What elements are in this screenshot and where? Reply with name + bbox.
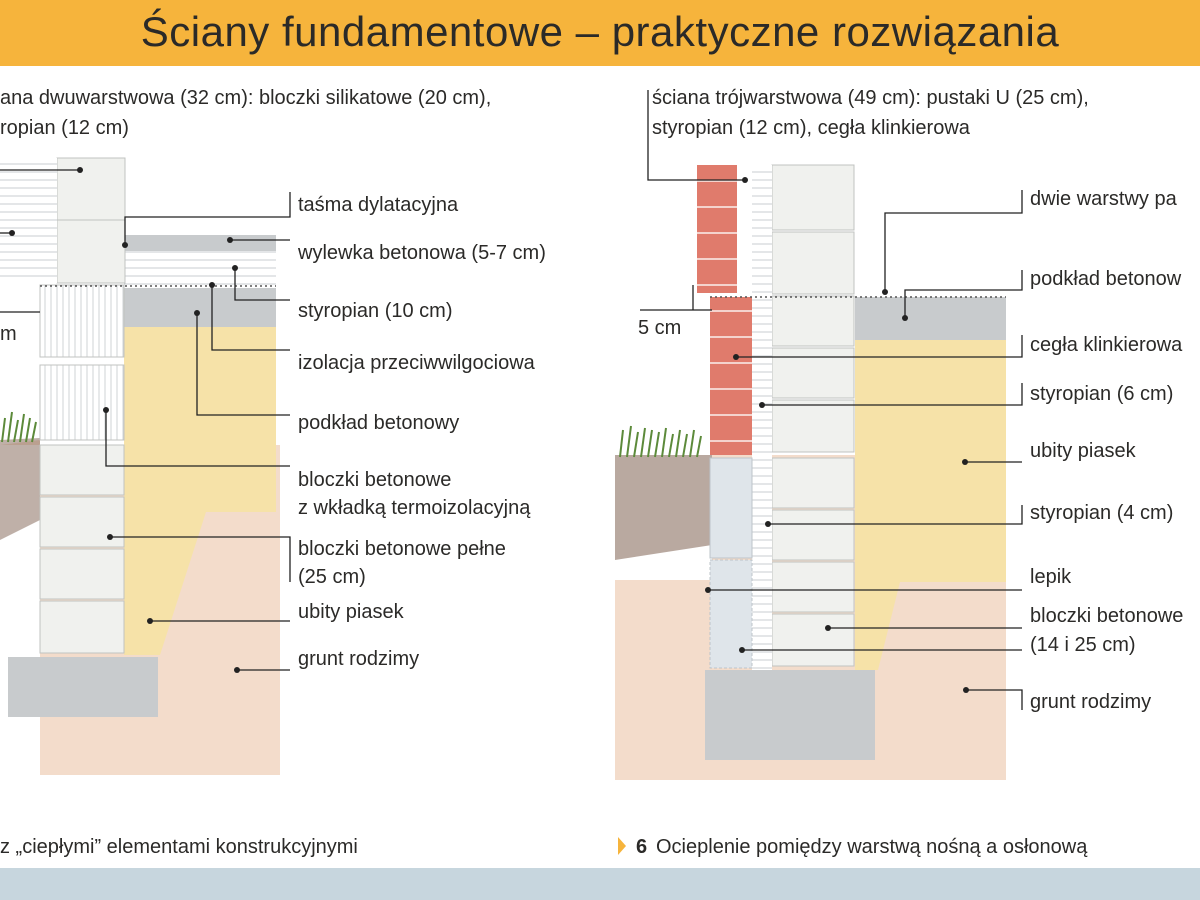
right-leader-lines [640,90,1023,710]
right-grass [619,425,702,458]
right-caption-number: 6 [636,836,647,858]
left-silicate-block [56,157,126,221]
title-banner: Ściany fundamentowe – praktyczne rozwiąz… [0,0,1200,66]
right-label-concrete-blocks-size: (14 i 25 cm) [1030,634,1136,656]
left-label-polystyrene: styropian (10 cm) [298,300,453,322]
left-label-native-soil: grunt rodzimy [298,648,419,670]
right-u-block [771,561,855,613]
left-thermal-block [39,364,125,441]
left-dimension-label: m [0,323,17,345]
right-label-concrete-base: podkład betonow [1030,268,1182,290]
right-clinker-brick-lower [710,297,752,455]
left-thermal-block [39,284,125,358]
left-sand [124,327,276,655]
left-footing [8,657,158,717]
right-u-block [771,399,855,453]
left-silicate-block [56,219,126,284]
left-label-thermal-insert: z wkładką termoizolacyjną [298,497,531,519]
left-caption: z „ciepłymi” elementami konstrukcyjnymi [0,836,358,858]
left-label-solid-blocks: bloczki betonowe pełne [298,538,506,560]
right-u-block [771,509,855,561]
right-header-line2: styropian (12 cm), cegła klinkierowa [652,117,971,139]
page-title: Ściany fundamentowe – praktyczne rozwiąz… [140,8,1060,55]
right-u-block [771,295,855,347]
right-label-polystyrene-4: styropian (4 cm) [1030,502,1173,524]
right-clinker-brick-upper [697,165,737,293]
right-header-line1: ściana trójwarstwowa (49 cm): pustaki U … [652,87,1089,109]
right-caption: Ocieplenie pomiędzy warstwą nośną a osło… [656,836,1088,858]
right-u-block [771,164,855,231]
left-leader-dots [9,167,240,673]
left-wall-insulation [0,158,57,283]
left-label-concrete-blocks: bloczki betonowe [298,469,451,491]
right-diagram: ściana trójwarstwowa (49 cm): pustaki U … [615,87,1183,858]
footer-bar [0,868,1200,900]
left-polystyrene [124,251,276,285]
left-solid-block [39,600,125,654]
left-solid-block [39,548,125,600]
left-label-expansion-tape: taśma dylatacyjna [298,194,459,216]
right-u-block [771,457,855,509]
left-header-line2: ropian (12 cm) [0,117,129,139]
right-polystyrene-strip [752,165,772,670]
right-dimension-label: 5 cm [638,317,681,339]
left-label-concrete-screed: wylewka betonowa (5-7 cm) [297,242,546,264]
left-grass [1,411,37,443]
right-leader-dots [705,177,969,693]
right-topsoil [615,455,712,560]
left-label-concrete-base: podkład betonowy [298,412,459,434]
right-concrete-base [855,297,1006,340]
left-screed [124,235,276,251]
right-label-polystyrene-6: styropian (6 cm) [1030,383,1173,405]
right-label-two-layers: dwie warstwy pa [1030,188,1178,210]
left-header-line1: ana dwuwarstwowa (32 cm): bloczki silika… [0,87,491,109]
right-label-asphalt: lepik [1030,566,1072,588]
left-label-compacted-sand: ubity piasek [298,601,405,623]
caption-marker-icon [618,837,626,855]
right-u-block [771,613,855,667]
left-leader-lines [0,169,291,671]
right-u-block [771,347,855,399]
right-label-native-soil: grunt rodzimy [1030,691,1151,713]
right-concrete-block [709,457,753,559]
right-label-concrete-blocks: bloczki betonowe [1030,605,1183,627]
left-solid-block [39,444,125,496]
left-label-solid-blocks-size: (25 cm) [298,566,366,588]
right-sand [855,340,1006,670]
left-concrete-base [124,288,276,327]
right-footing [705,670,875,760]
right-label-compacted-sand: ubity piasek [1030,440,1137,462]
left-label-damp-proofing: izolacja przeciwwilgociowa [298,352,536,374]
left-diagram: ana dwuwarstwowa (32 cm): bloczki silika… [0,87,546,858]
left-topsoil [0,438,40,540]
right-concrete-block [709,559,753,669]
right-u-block [771,231,855,295]
right-label-clinker-brick: cegła klinkierowa [1030,334,1183,356]
